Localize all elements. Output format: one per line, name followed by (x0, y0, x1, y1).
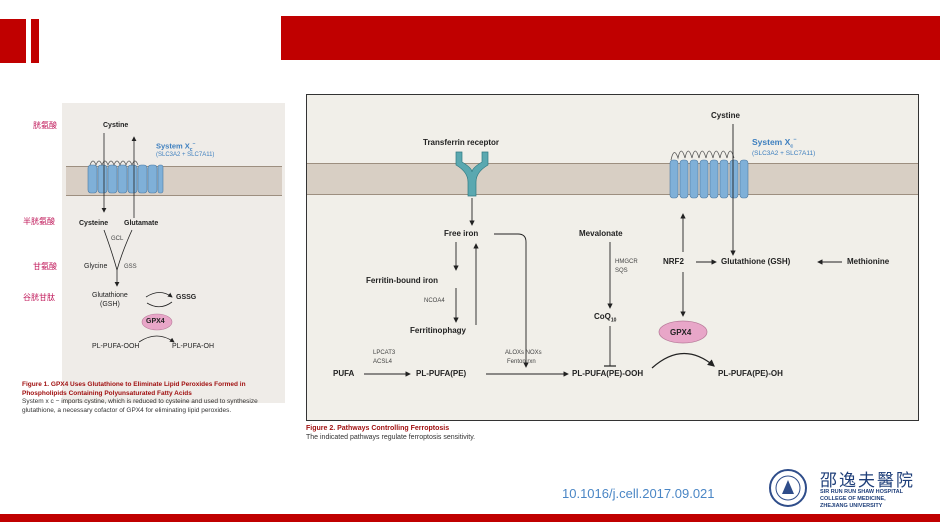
cn-label-gsh: 谷胱甘肽 (23, 293, 55, 302)
left-glutamate: Glutamate (124, 220, 159, 227)
right-sqs: SQS (615, 268, 628, 274)
right-ferritinophagy: Ferritinophagy (410, 326, 467, 335)
left-gss: GSS (124, 264, 137, 270)
cn-label-cystine: 胱氨酸 (33, 121, 57, 130)
left-glycine: Glycine (84, 263, 108, 270)
right-ncoa4: NCOA4 (424, 298, 445, 304)
left-gssg: GSSG (176, 294, 197, 301)
transferrin-receptor-shape (455, 151, 489, 197)
left-arrow-glycine (116, 229, 133, 271)
left-arrow-gcl (103, 229, 118, 271)
cn-label-glycine: 甘氨酸 (33, 262, 57, 271)
left-transporter-genes: (SLC3A2 + SLC7A11) (156, 152, 215, 158)
left-pl-pufa-oh: PL-PUFA-OH (172, 343, 215, 350)
right-free-iron: Free iron (444, 229, 479, 238)
right-pufa: PUFA (333, 369, 355, 378)
right-transporter-genes: (SLC3A2 + SLC7A11) (752, 150, 816, 157)
right-gsh: Glutathione (GSH) (721, 257, 791, 266)
right-gpx4: GPX4 (670, 328, 692, 337)
corner-bar (31, 19, 39, 63)
right-ferritin-bound-iron: Ferritin-bound iron (366, 276, 438, 285)
right-transporter (669, 159, 749, 199)
left-gpx4-ellipse (141, 313, 173, 331)
left-gsh: (GSH) (100, 301, 120, 308)
hospital-logo: 邵逸夫醫院 SIR RUN RUN SHAW HOSPITAL COLLEGE … (768, 466, 928, 512)
right-loops (670, 150, 735, 161)
right-transferrin-receptor: Transferrin receptor (423, 138, 500, 147)
right-alox: ALOXs NOXs (505, 350, 542, 356)
left-gpx4: GPX4 (146, 318, 165, 325)
left-transporter (87, 164, 164, 194)
left-cystine: Cystine (103, 122, 129, 129)
left-pl-pufa-ooh: PL-PUFA-OOH (92, 343, 140, 350)
left-figure (62, 103, 285, 403)
right-methionine: Methionine (847, 257, 890, 266)
arrow-free-iron-fenton (494, 233, 529, 368)
right-membrane (307, 163, 918, 195)
right-fenton: Fenton rxn (507, 359, 536, 365)
left-caption-text: System x c − imports cystine, which is r… (22, 398, 258, 414)
left-arrow-gssg (145, 292, 173, 298)
hospital-en-line1: SIR RUN RUN SHAW HOSPITAL (820, 489, 904, 495)
right-system-xc: System Xc− (752, 137, 797, 150)
corner-block (0, 19, 26, 63)
hospital-en-line3: ZHEJIANG UNIVERSITY (820, 503, 883, 509)
cn-label-cysteine: 半胱氨酸 (23, 217, 55, 226)
right-coq: CoQ10 (594, 312, 617, 324)
right-acsl4: ACSL4 (373, 359, 393, 365)
left-glutathione: Glutathione (92, 292, 128, 299)
right-cystine: Cystine (711, 111, 740, 120)
hospital-emblem-icon (769, 469, 807, 507)
left-caption-title: Figure 1. GPX4 Uses Glutathione to Elimi… (22, 381, 246, 397)
right-caption-text: The indicated pathways regulate ferropto… (306, 434, 476, 441)
hospital-cn-name: 邵逸夫醫院 (820, 471, 915, 491)
doi-link[interactable]: 10.1016/j.cell.2017.09.021 (562, 486, 715, 501)
arrow-ooh-oh (651, 352, 715, 369)
right-caption: Figure 2. Pathways Controlling Ferroptos… (306, 424, 726, 442)
left-arrow-pufa (138, 335, 175, 343)
hospital-en-line2: COLLEGE OF MEDICINE, (820, 496, 886, 502)
right-caption-title: Figure 2. Pathways Controlling Ferroptos… (306, 425, 450, 432)
right-diagram-svg (364, 124, 842, 377)
right-nrf2: NRF2 (663, 257, 684, 266)
right-pl-pufa-pe-oh: PL-PUFA(PE)-OH (718, 369, 783, 378)
title-bar (281, 16, 940, 60)
left-system-xc: System Xc− (156, 141, 196, 153)
left-caption: Figure 1. GPX4 Uses Glutathione to Elimi… (22, 381, 285, 415)
right-hmgcr: HMGCR (615, 259, 638, 265)
left-arrow-gssg-back (146, 301, 173, 308)
left-cysteine: Cysteine (79, 220, 109, 227)
right-pl-pufa-pe: PL-PUFA(PE) (416, 369, 467, 378)
left-loops (89, 160, 139, 166)
right-mevalonate: Mevalonate (579, 229, 623, 238)
gpx4-ellipse (658, 320, 708, 344)
footer-bar (0, 514, 940, 522)
left-diagram-svg (87, 133, 175, 343)
left-gcl: GCL (111, 236, 124, 242)
right-lpcat3: LPCAT3 (373, 350, 396, 356)
right-pl-pufa-pe-ooh: PL-PUFA(PE)-OOH (572, 369, 644, 378)
